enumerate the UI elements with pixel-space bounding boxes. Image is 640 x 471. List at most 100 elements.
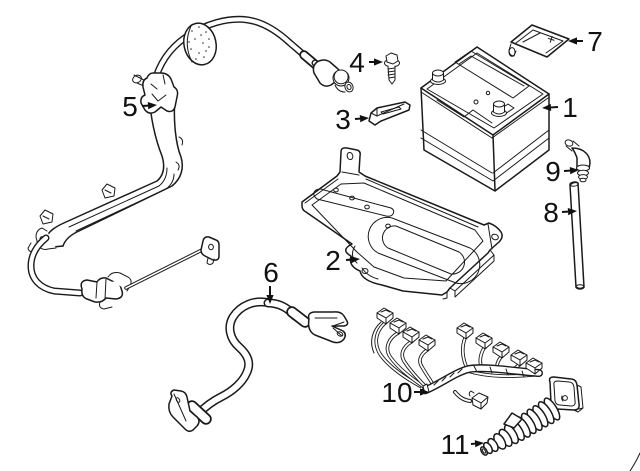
cable-flag-terminal bbox=[200, 236, 220, 265]
line-art bbox=[186, 25, 193, 63]
line-art bbox=[420, 46, 550, 192]
line-art bbox=[571, 147, 591, 170]
line-art bbox=[420, 91, 549, 139]
tray-lobe-hole bbox=[361, 268, 369, 274]
callout-6[interactable]: 6 bbox=[263, 257, 279, 304]
battery-terminal-post bbox=[430, 69, 446, 85]
callout-number: 8 bbox=[543, 197, 559, 228]
line-art bbox=[565, 140, 580, 152]
tray-ear-hole bbox=[491, 233, 499, 241]
hold-down-bracket-illustration bbox=[368, 101, 411, 126]
line-art bbox=[334, 84, 346, 93]
line-art bbox=[569, 181, 585, 290]
line-art bbox=[432, 69, 444, 77]
callout-number: 10 bbox=[381, 377, 412, 408]
line-art bbox=[104, 189, 112, 194]
line-art bbox=[208, 38, 210, 40]
terminal-cover-illustration: + bbox=[508, 24, 570, 58]
positive-cable-illustration bbox=[27, 15, 354, 310]
line-art bbox=[205, 50, 207, 52]
line-art bbox=[473, 99, 479, 105]
callout-number: 5 bbox=[122, 91, 138, 122]
line-art bbox=[458, 55, 525, 87]
line-art bbox=[553, 380, 576, 407]
line-art bbox=[200, 34, 202, 36]
callout-8[interactable]: 8 bbox=[543, 197, 577, 228]
tray-oval-cutout bbox=[382, 225, 465, 275]
callout-arrow-head bbox=[350, 256, 360, 264]
line-art bbox=[336, 331, 344, 337]
callout-arrow-head bbox=[359, 115, 369, 123]
ground-fork-terminal bbox=[307, 311, 349, 344]
line-art bbox=[361, 267, 379, 280]
callout-3[interactable]: 3 bbox=[335, 104, 369, 135]
line-art bbox=[349, 195, 355, 201]
line-art bbox=[420, 129, 494, 182]
line-art bbox=[365, 178, 479, 228]
callout-10[interactable]: 10 bbox=[381, 377, 429, 408]
line-art bbox=[562, 395, 568, 401]
callout-number: 2 bbox=[325, 245, 341, 276]
connector-block bbox=[402, 326, 420, 344]
line-art bbox=[492, 129, 550, 182]
line-art bbox=[151, 17, 310, 87]
line-art bbox=[480, 396, 489, 410]
channel-clip bbox=[101, 183, 116, 199]
line-art bbox=[202, 42, 204, 44]
line-art bbox=[205, 31, 207, 33]
line-art bbox=[188, 41, 190, 43]
line-art bbox=[175, 397, 181, 403]
callout-layer: 1 2 3 4 5 6 7 8 9 10 11 bbox=[122, 26, 603, 460]
line-art bbox=[564, 139, 574, 147]
positive-terminal-clamp bbox=[312, 59, 354, 93]
callout-arrow-head bbox=[474, 440, 484, 448]
line-art bbox=[190, 48, 192, 50]
callout-2[interactable]: 2 bbox=[325, 245, 360, 276]
callout-1[interactable]: 1 bbox=[542, 92, 578, 123]
callout-11[interactable]: 11 bbox=[440, 429, 484, 460]
line-art bbox=[454, 254, 495, 298]
line-art bbox=[198, 26, 200, 28]
line-art bbox=[387, 67, 396, 79]
line-art bbox=[307, 311, 349, 344]
engine-wiring-harness-illustration bbox=[371, 307, 543, 410]
line-art bbox=[208, 46, 210, 48]
line-art bbox=[198, 52, 200, 54]
line-art bbox=[346, 83, 352, 91]
line-art bbox=[375, 322, 421, 387]
line-art bbox=[196, 298, 273, 416]
line-art bbox=[304, 178, 339, 204]
line-art bbox=[344, 81, 354, 93]
line-art bbox=[28, 235, 83, 296]
channel-clip bbox=[39, 209, 54, 225]
bolt-illustration bbox=[384, 52, 400, 85]
callout-5[interactable]: 5 bbox=[122, 91, 157, 122]
conduit-fin bbox=[503, 412, 523, 429]
callout-arrow-head bbox=[420, 388, 429, 396]
vent-hose-illustration bbox=[569, 181, 585, 290]
line-art bbox=[515, 29, 564, 54]
cable-holder bbox=[132, 72, 179, 114]
callout-arrow-head bbox=[567, 208, 577, 216]
line-art bbox=[341, 171, 360, 176]
line-art bbox=[442, 291, 448, 300]
callout-number: 1 bbox=[562, 92, 578, 123]
corrugated-conduit-illustration bbox=[479, 376, 584, 456]
dangling-connector bbox=[468, 390, 489, 410]
line-art bbox=[125, 249, 203, 289]
line-art bbox=[561, 395, 564, 402]
callout-number: 11 bbox=[440, 429, 469, 460]
line-art bbox=[485, 90, 491, 96]
callout-7[interactable]: 7 bbox=[568, 26, 603, 57]
line-art bbox=[333, 71, 349, 85]
line-art bbox=[376, 103, 405, 117]
line-art bbox=[508, 47, 516, 57]
line-art bbox=[194, 38, 196, 40]
battery-terminal-post bbox=[491, 100, 507, 117]
line-art bbox=[522, 32, 541, 43]
line-art bbox=[42, 215, 50, 220]
callout-4[interactable]: 4 bbox=[349, 47, 383, 78]
callout-9[interactable]: 9 bbox=[545, 156, 579, 187]
line-art bbox=[364, 204, 370, 210]
